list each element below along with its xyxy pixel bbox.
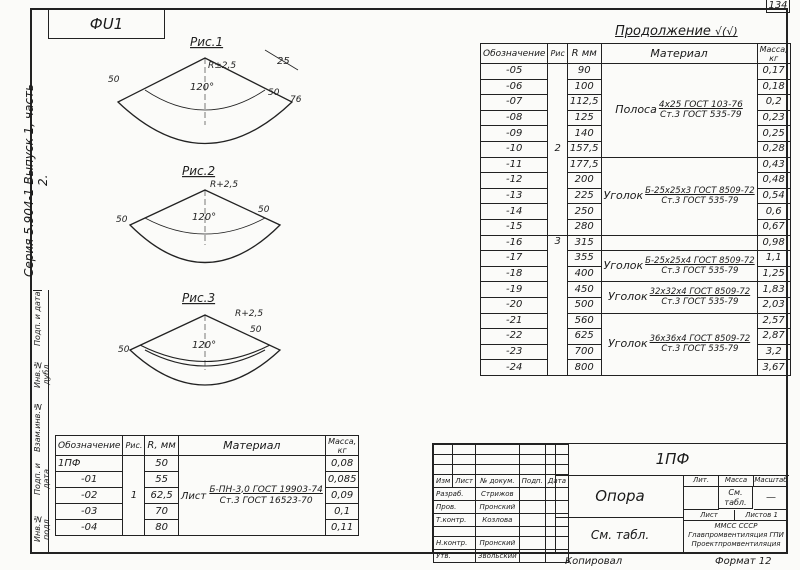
- small-col-fig: Рис.: [122, 435, 146, 456]
- continuation-text: Продолжение: [615, 24, 711, 39]
- tb-lit-header: Лит.: [684, 475, 719, 487]
- continuation-heading: Продолжение √(√): [615, 24, 738, 39]
- fig3-radius: R+2,5: [235, 309, 263, 319]
- side-stamp-1: Подп. и дата: [33, 290, 42, 346]
- series-side-title: Серия 5.904-1 Выпуск 1, часть 2.: [22, 83, 50, 277]
- fig2-dim-left: 50: [116, 215, 128, 225]
- tb-code: 1ПФ: [555, 444, 789, 476]
- tb-scale-value: —: [754, 487, 788, 510]
- tb-name: Опора: [555, 475, 684, 518]
- side-stamp-2: Инв.№ дубл.: [33, 360, 51, 388]
- fig1-radius: R±2,5: [208, 61, 236, 71]
- drawing-code-box: ФU1: [48, 10, 165, 39]
- side-stamp-4: Подп. и дата: [33, 463, 51, 495]
- small-col-designation: Обозначение: [54, 435, 124, 456]
- tb-sheet: Лист: [684, 510, 735, 521]
- fig3-cell: 3: [547, 234, 568, 376]
- fig2-sector: [128, 189, 282, 264]
- th-doc: № докум.: [475, 474, 520, 488]
- col-fig: Рис: [547, 43, 568, 64]
- tb-org: ММСС СССР Главпромвентиляция ГПИ Проектп…: [688, 522, 784, 548]
- page-number: 134: [766, 0, 790, 13]
- fig1-dim-width: 25: [277, 56, 290, 67]
- fig3-dim-right: 50: [250, 325, 262, 335]
- fig1-sector: [116, 57, 294, 144]
- tb-scale-header: Масштаб: [754, 475, 788, 487]
- fig2-cell: 2: [547, 63, 568, 236]
- th-izm: Изм: [432, 474, 454, 488]
- fig3-angle: 120°: [192, 340, 216, 351]
- revision-mark: √(√): [715, 25, 738, 38]
- fig1-label: Рис.1: [190, 35, 223, 49]
- tb-mass-header: Масса: [719, 475, 754, 487]
- col-designation: Обозначение: [479, 43, 549, 64]
- title-block: Изм Лист № докум. Подп. Дата Разраб.Стри…: [432, 443, 789, 563]
- fig2-inner-arc: [144, 217, 266, 235]
- col-material: Материал: [600, 43, 758, 64]
- fig2-radius: R+2,5: [210, 180, 238, 190]
- footer-copied: Копировал: [565, 556, 623, 567]
- side-stamp-3: Взам.инв.№: [33, 402, 42, 452]
- col-r: R мм: [566, 43, 602, 64]
- figures-drawing: Рис.1 120° R±2,5 50 50 25 76 Рис.2 120° …: [108, 35, 302, 386]
- main-table: Обозначение Рис R мм Материал Масса, кг …: [479, 43, 791, 376]
- fig2-dim-right: 50: [258, 205, 270, 215]
- fig1-dim-right: 50: [268, 88, 280, 98]
- small-table: Обозначение Рис. R, мм Материал Масса, к…: [54, 435, 360, 536]
- tb-mass-value: См. табл.: [719, 487, 753, 509]
- th-sign: Подп.: [518, 474, 546, 488]
- tb-see-table: См. табл.: [555, 517, 684, 553]
- tb-right: Лит. Масса Масштаб См. табл. — Лист Лист…: [683, 475, 788, 553]
- side-stamp-5: Инв.№ подл.: [33, 514, 51, 542]
- fig1-dim-left: 50: [108, 75, 120, 85]
- fig2-label: Рис.2: [182, 164, 215, 178]
- small-col-mass: Масса, кг: [324, 435, 360, 456]
- fig3-label: Рис.3: [182, 291, 215, 305]
- th-list: Лист: [452, 474, 476, 488]
- signature-grid: Изм Лист № докум. Подп. Дата Разраб.Стри…: [432, 444, 570, 563]
- small-col-r: R, мм: [144, 435, 179, 456]
- small-fig-cell: 1: [122, 455, 146, 536]
- footer-format: Формат 12: [715, 556, 772, 567]
- col-mass: Масса, кг: [756, 43, 791, 64]
- side-stamp-column: Подп. и дата Инв.№ дубл. Взам.инв.№ Подп…: [30, 290, 51, 552]
- small-col-material: Материал: [177, 435, 326, 456]
- fig2-angle: 120°: [192, 212, 216, 223]
- fig3-dim-left: 50: [118, 345, 130, 355]
- tb-sheets: Листов 1: [735, 510, 788, 521]
- fig1-angle: 120°: [190, 82, 214, 93]
- fig3-sector: [128, 314, 282, 386]
- fig1-inner-arc: [144, 89, 266, 111]
- fig1-dim-right2: 76: [290, 95, 302, 105]
